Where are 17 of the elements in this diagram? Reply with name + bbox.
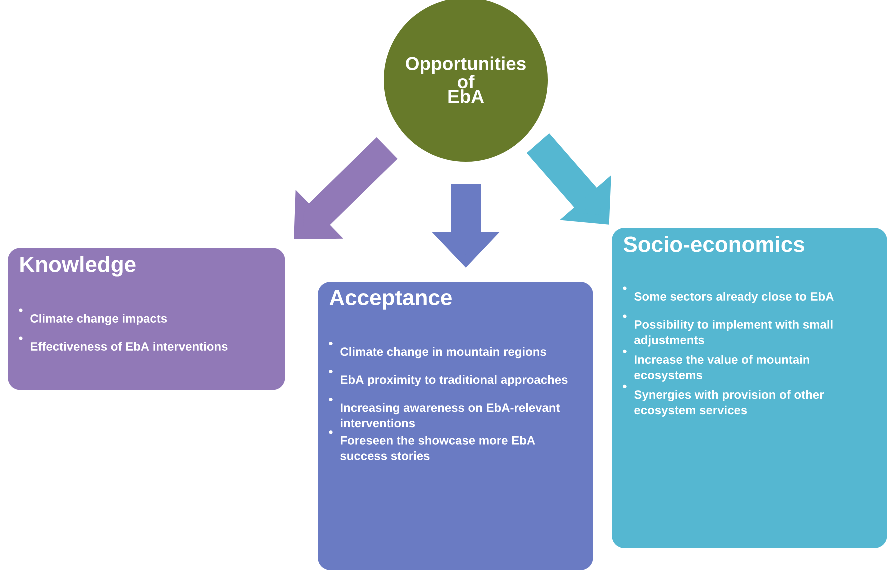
box-heading: Socio-economics (624, 236, 804, 252)
bullet-item: Foreseen the showcase more EbA success stories (329, 430, 536, 460)
box-heading: Acceptance (330, 290, 452, 310)
bullet-item: Possibility to implement with small adjustments (623, 314, 833, 347)
bullet-item: Increase the value of mountain ecosystems (623, 350, 810, 382)
topic-box (612, 228, 888, 548)
bullet-item: Climate change impacts (19, 308, 168, 326)
bullet-item: Increasing awareness on EbA-relevant interventions (329, 398, 560, 428)
circle-label: Opportunities of EbA (406, 56, 526, 104)
topic-box (318, 282, 594, 570)
bullet-item: Climate change in mountain regions (329, 342, 546, 359)
bullet-item: Effectiveness of EbA interventions (19, 336, 228, 351)
bullet-item: Synergies with provision of other ecosystem services (623, 384, 824, 417)
bullet-item: EbA proximity to traditional approaches (329, 370, 568, 387)
bullet-item: Some sectors already close to EbA (623, 286, 834, 304)
box-heading: Knowledge (20, 256, 136, 277)
topic-box (8, 248, 286, 390)
